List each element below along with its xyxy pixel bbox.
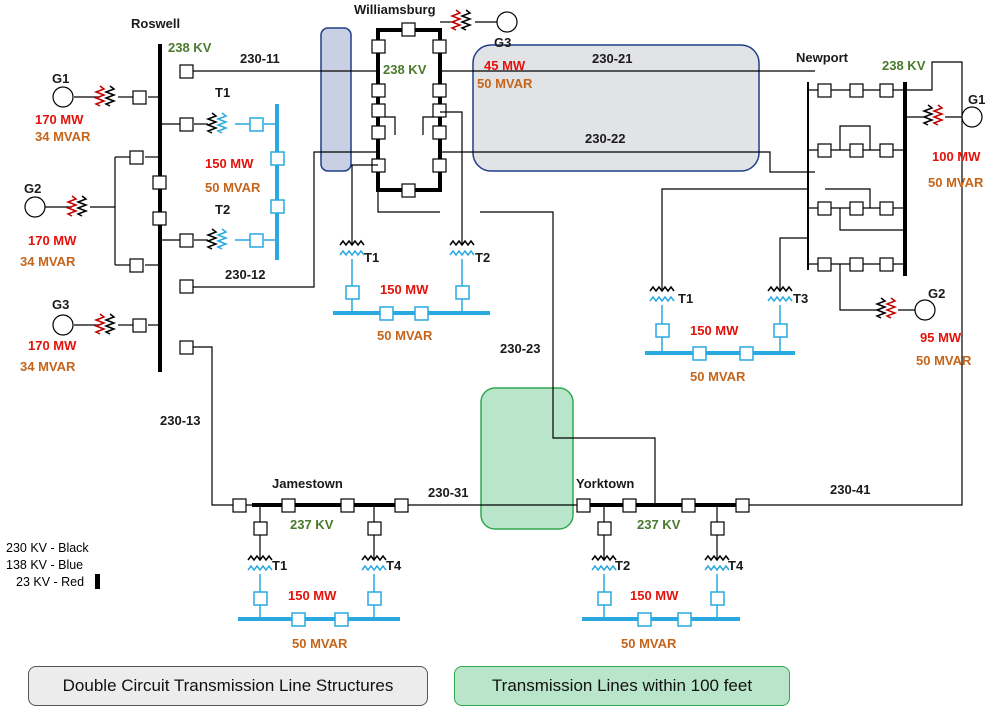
yorktown-load-mw: 150 MW [630,588,679,603]
newport-substation [645,82,983,361]
newport-kv: 238 KV [882,58,926,73]
williamsburg-substation [333,9,518,321]
williamsburg-load-mw: 150 MW [380,282,429,297]
jamestown-name: Jamestown [272,476,343,491]
newport-g2-mw: 95 MW [920,330,962,345]
roswell-g1-mvar: 34 MVAR [35,129,91,144]
roswell-g3-mw: 170 MW [28,338,77,353]
williamsburg-g3-mw: 45 MW [484,58,526,73]
newport-g2-generator [914,299,936,321]
jamestown-t4-label: T4 [386,558,402,573]
roswell-t2-label: T2 [215,202,230,217]
roswell-load-mvar: 50 MVAR [205,180,261,195]
newport-g1-mvar: 50 MVAR [928,175,984,190]
roswell-kv: 238 KV [168,40,212,55]
newport-g2-label: G2 [928,286,945,301]
jamestown-substation [232,498,410,627]
newport-g1-generator [961,106,983,128]
roswell-name: Roswell [131,16,180,31]
line-230-31: 230-31 [428,485,468,500]
yorktown-load-mvar: 50 MVAR [621,636,677,651]
roswell-g1-label: G1 [52,71,69,86]
jamestown-kv: 237 KV [290,517,334,532]
williamsburg-kv: 238 KV [383,62,427,77]
line-230-11: 230-11 [240,51,280,66]
within-100ft-legend-text: Transmission Lines within 100 feet [491,676,753,695]
roswell-load-mw: 150 MW [205,156,254,171]
roswell-g1-mw: 170 MW [35,112,84,127]
line-230-41: 230-41 [830,482,870,497]
line-230-23: 230-23 [500,341,540,356]
newport-t1-label: T1 [678,291,693,306]
within-100ft-region [480,387,574,530]
double-circuit-legend-box: Double Circuit Transmission Line Structu… [28,666,428,706]
newport-t3-label: T3 [793,291,808,306]
jamestown-t1-label: T1 [272,558,287,573]
newport-g2-mvar: 50 MVAR [916,353,972,368]
williamsburg-g3-mvar: 50 MVAR [477,76,533,91]
williamsburg-name: Williamsburg [354,2,436,17]
jamestown-load-mvar: 50 MVAR [292,636,348,651]
line-230-13: 230-13 [160,413,200,428]
voltage-legend-138: 138 KV - Blue [6,558,83,572]
williamsburg-g3-label: G3 [494,35,511,50]
roswell-g2-generator [24,196,46,218]
newport-name: Newport [796,50,849,65]
newport-load-mvar: 50 MVAR [690,369,746,384]
williamsburg-ring-bus [376,28,442,192]
voltage-legend-23: 23 KV - Red [16,575,84,589]
roswell-substation [24,44,285,372]
jamestown-load-mw: 150 MW [288,588,337,603]
double-circuit-region-small [320,27,352,172]
roswell-g2-label: G2 [24,181,41,196]
roswell-g3-label: G3 [52,297,69,312]
yorktown-kv: 237 KV [637,517,681,532]
roswell-g2-mw: 170 MW [28,233,77,248]
newport-load-mw: 150 MW [690,323,739,338]
text-cursor [95,574,100,589]
yorktown-t2-label: T2 [615,558,630,573]
williamsburg-g3-generator [496,11,518,33]
line-230-12: 230-12 [225,267,265,282]
roswell-g2-mvar: 34 MVAR [20,254,76,269]
williamsburg-t1-label: T1 [364,250,379,265]
within-100ft-legend-box: Transmission Lines within 100 feet [454,666,790,706]
double-circuit-region-large [472,44,760,172]
yorktown-substation [576,498,750,627]
newport-g1-label: G1 [968,92,985,107]
roswell-g3-generator [52,314,74,336]
williamsburg-t2-label: T2 [475,250,490,265]
line-230-22: 230-22 [585,131,625,146]
roswell-g1-generator [52,86,74,108]
double-circuit-legend-text: Double Circuit Transmission Line Structu… [62,676,394,695]
transmission-lines [193,61,963,506]
williamsburg-load-mvar: 50 MVAR [377,328,433,343]
roswell-t1-label: T1 [215,85,230,100]
voltage-legend-230: 230 KV - Black [6,541,89,555]
roswell-g3-mvar: 34 MVAR [20,359,76,374]
newport-g1-mw: 100 MW [932,149,981,164]
yorktown-t4-label: T4 [728,558,744,573]
yorktown-name: Yorktown [576,476,634,491]
line-230-21: 230-21 [592,51,632,66]
